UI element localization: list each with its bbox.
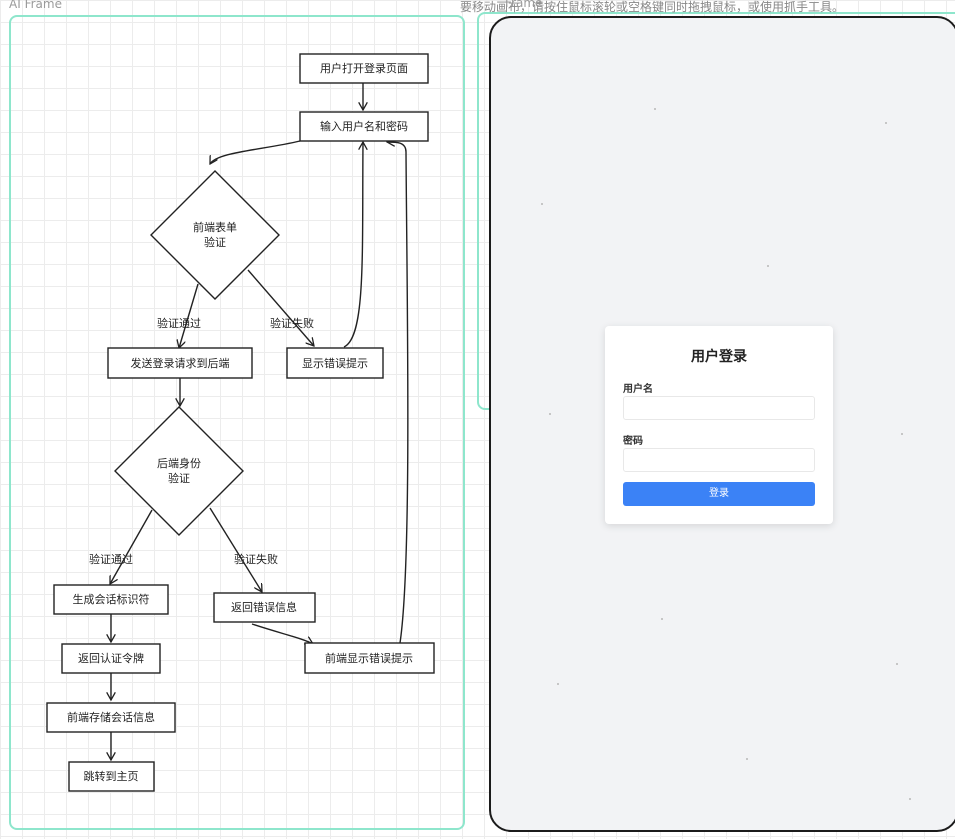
node-store-session — [46, 702, 176, 733]
node-return-token-label: 返回认证令牌 — [78, 651, 144, 665]
node-open-page — [299, 53, 429, 84]
edge-input-to-validate — [210, 140, 301, 164]
canvas-hint: 要移动画布，请按住鼠标滚轮或空格键同时拖拽鼠标，或使用抓手工具。 — [460, 0, 845, 14]
node-redirect-home-label: 跳转到主页 — [84, 769, 139, 783]
node-send-request-label: 发送登录请求到后端 — [131, 356, 230, 370]
flowchart-diagram: 用户打开登录页面 输入用户名和密码 前端表单 验证 发送登录请求到后端 显示错误… — [46, 53, 435, 792]
node-show-error-label: 显示错误提示 — [302, 356, 368, 370]
canvas-dot — [746, 758, 748, 760]
username-label: 用户名 — [623, 384, 653, 395]
canvas-dot — [896, 663, 898, 665]
edge-label-pass-2: 验证通过 — [89, 552, 133, 566]
edge-error-back-to-input — [343, 142, 363, 348]
node-frontend-show-error-label: 前端显示错误提示 — [325, 651, 413, 665]
node-gen-session — [53, 584, 169, 615]
canvas-dot — [557, 683, 559, 685]
node-frontend-validate-label-2: 验证 — [204, 235, 226, 249]
node-input-credentials-label: 输入用户名和密码 — [320, 119, 408, 133]
canvas-dot — [549, 413, 551, 415]
canvas-dot — [885, 122, 887, 124]
device-preview: 用户登录 用户名 密码 登录 — [489, 16, 955, 832]
node-input-credentials — [299, 111, 429, 142]
node-store-session-label: 前端存储会话信息 — [67, 710, 155, 724]
ai-frame[interactable]: 用户打开登录页面 输入用户名和密码 前端表单 验证 发送登录请求到后端 显示错误… — [9, 15, 465, 830]
login-button[interactable]: 登录 — [623, 482, 815, 506]
node-backend-auth-label-1: 后端身份 — [157, 456, 201, 470]
node-redirect-home — [68, 761, 155, 792]
node-backend-auth-label-2: 验证 — [168, 471, 190, 485]
edge-backend-fail — [209, 507, 262, 592]
node-return-error — [213, 592, 316, 623]
device-frame-label: Frame — [505, 0, 543, 10]
canvas-dot — [654, 108, 656, 110]
edge-label-fail-1: 验证失败 — [270, 316, 314, 330]
edge-label-fail-2: 验证失败 — [234, 552, 278, 566]
username-input[interactable] — [623, 396, 815, 420]
login-title: 用户登录 — [691, 349, 747, 365]
node-send-request — [107, 347, 253, 379]
node-open-page-label: 用户打开登录页面 — [320, 61, 408, 75]
login-card: 用户登录 用户名 密码 登录 — [605, 326, 833, 524]
canvas-dot — [541, 203, 543, 205]
ai-frame-label: AI Frame — [9, 0, 62, 11]
node-show-error — [286, 347, 384, 379]
canvas-dot — [909, 798, 911, 800]
node-frontend-validate — [150, 170, 280, 300]
node-frontend-validate-label-1: 前端表单 — [193, 220, 237, 234]
password-label: 密码 — [623, 436, 643, 447]
node-frontend-show-error — [304, 642, 435, 674]
node-return-token — [61, 643, 161, 674]
edge-validate-fail — [247, 269, 314, 346]
canvas-dot — [901, 433, 903, 435]
edge-validate-pass — [179, 283, 199, 348]
edge-show-error-back-to-input — [387, 142, 409, 644]
password-input[interactable] — [623, 448, 815, 472]
canvas-dot — [767, 265, 769, 267]
node-gen-session-label: 生成会话标识符 — [73, 592, 150, 606]
edge-return-error-to-show — [251, 623, 313, 644]
edge-label-pass-1: 验证通过 — [157, 316, 201, 330]
node-return-error-label: 返回错误信息 — [231, 600, 297, 614]
node-backend-auth — [114, 406, 244, 536]
edge-backend-pass — [110, 509, 153, 584]
canvas-dot — [661, 618, 663, 620]
